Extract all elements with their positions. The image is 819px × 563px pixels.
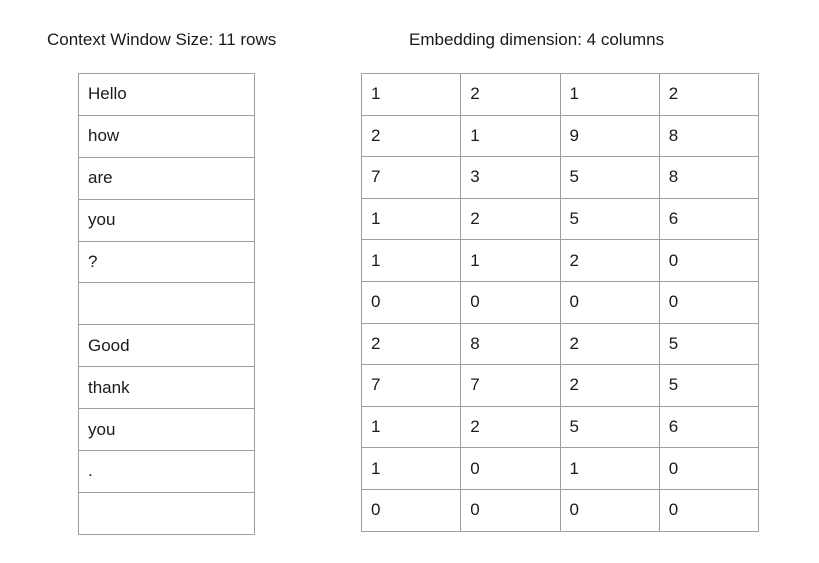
token-row: Good <box>78 324 255 368</box>
embedding-cell: 1 <box>360 239 462 282</box>
embedding-cell: 2 <box>658 73 760 116</box>
embedding-cell: 5 <box>559 197 660 241</box>
embedding-cell: 0 <box>559 280 660 324</box>
embedding-cell: 1 <box>460 239 561 282</box>
embedding-cell: 7 <box>360 156 462 199</box>
embedding-cell: 0 <box>360 488 462 532</box>
embedding-cell: 0 <box>658 280 760 324</box>
embedding-cell: 0 <box>460 488 561 532</box>
token-row: how <box>78 114 255 158</box>
embedding-cell: 1 <box>360 197 462 241</box>
embedding-cell: 2 <box>559 364 660 407</box>
token-cell <box>78 282 255 326</box>
token-cell: how <box>78 114 255 158</box>
embedding-cell: 5 <box>658 364 760 407</box>
token-cell: Good <box>78 324 255 368</box>
token-row <box>78 491 255 535</box>
embedding-cell: 6 <box>658 197 760 241</box>
embedding-cell: 8 <box>658 114 760 158</box>
embedding-cell: 2 <box>460 73 561 116</box>
token-cell: Hello <box>78 73 255 116</box>
embedding-cell: 8 <box>460 322 561 366</box>
embedding-cell: 0 <box>460 280 561 324</box>
embedding-cell: 1 <box>360 447 462 490</box>
embedding-cell: 9 <box>559 114 660 158</box>
embedding-cell: 1 <box>559 73 660 116</box>
embedding-cell: 0 <box>360 280 462 324</box>
embedding-cell: 5 <box>559 405 660 449</box>
token-cell: you <box>78 408 255 452</box>
embedding-cell: 5 <box>658 322 760 366</box>
token-cell: ? <box>78 240 255 284</box>
embedding-cell: 2 <box>360 322 462 366</box>
token-row: ? <box>78 240 255 284</box>
embedding-cell: 1 <box>559 447 660 490</box>
embedding-cell: 8 <box>658 156 760 199</box>
embedding-cell: 2 <box>559 239 660 282</box>
embedding-cell: 2 <box>360 114 462 158</box>
embedding-cell: 0 <box>460 447 561 490</box>
embedding-cell: 2 <box>559 322 660 366</box>
token-cell: are <box>78 156 255 200</box>
token-row: you <box>78 408 255 452</box>
token-row <box>78 282 255 326</box>
token-cell: thank <box>78 366 255 410</box>
embedding-cell: 1 <box>460 114 561 158</box>
context-window-title: Context Window Size: 11 rows <box>47 30 277 49</box>
embedding-cell: 0 <box>658 447 760 490</box>
token-row: thank <box>78 366 255 410</box>
embedding-dimension-title: Embedding dimension: 4 columns <box>409 30 665 49</box>
embedding-cell: 3 <box>460 156 561 199</box>
embedding-cell: 0 <box>658 239 760 282</box>
embedding-cell: 2 <box>460 197 561 241</box>
token-cell: . <box>78 450 255 493</box>
embedding-cell: 0 <box>559 488 660 532</box>
token-row: you <box>78 198 255 242</box>
embedding-cell: 0 <box>658 488 760 532</box>
embedding-cell: 7 <box>360 364 462 407</box>
embedding-cell: 1 <box>360 405 462 449</box>
token-cell: you <box>78 198 255 242</box>
embedding-cell: 5 <box>559 156 660 199</box>
embedding-cell: 6 <box>658 405 760 449</box>
embedding-cell: 7 <box>460 364 561 407</box>
token-cell <box>78 491 255 535</box>
token-row: Hello <box>78 73 255 116</box>
embedding-cell: 2 <box>460 405 561 449</box>
token-row: are <box>78 156 255 200</box>
embedding-cell: 1 <box>360 73 462 116</box>
token-row: . <box>78 450 255 493</box>
